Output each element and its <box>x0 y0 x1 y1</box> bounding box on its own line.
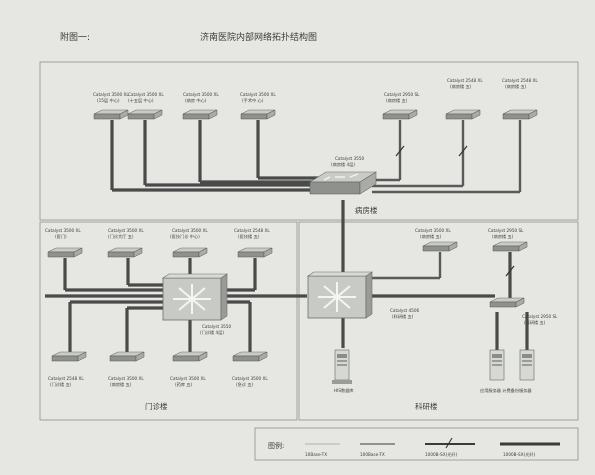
research-switch-2-model: Catalyst 2950 SL <box>488 228 524 233</box>
outpatient-core-loc: (门诊楼 4层) <box>200 329 224 336</box>
outpatient-bottom-3-loc: (药库 五) <box>175 381 193 388</box>
outpatient-bottom-2-model: Catalyst 3500 XL <box>108 376 144 381</box>
outpatient-switch-top-3: Catalyst 3500 XL (医技门诊 中心) <box>170 228 208 258</box>
ward-switch-7: Catalyst 2548 XL (病房楼 五) <box>502 78 538 120</box>
ward-switch-7-model: Catalyst 2548 XL <box>502 78 538 83</box>
ward-switch-1-model: Catalyst 3500 XL <box>93 92 129 97</box>
research-building-frame <box>298 221 579 421</box>
research-switch-1: Catalyst 3500 XL (病房楼 五) <box>415 228 458 252</box>
ward-switch-4-model: Catalyst 3500 XL <box>240 92 276 97</box>
outpatient-switch-bottom-2: Catalyst 3500 XL (病房楼 五) <box>108 351 144 388</box>
ward-switch-1: Catalyst 3500 XL (15层 中心) <box>93 92 129 120</box>
ward-switch-6: Catalyst 2548 XL (病房楼 五) <box>445 78 483 120</box>
outpatient-bottom-3-model: Catalyst 3500 XL <box>170 376 206 381</box>
outpatient-top-1-loc: (医门) <box>55 233 67 240</box>
his-server-label: HIS数据库 <box>334 387 354 394</box>
research-links <box>341 252 529 352</box>
outpatient-bottom-4-loc: (急诊 五) <box>236 381 254 388</box>
legend: 图例: 10Base-TX 100Base-TX 1000B-SX(光纤) 10… <box>254 427 579 461</box>
research-dist-loc: (科研楼 五) <box>524 319 546 326</box>
main-core-loc: (科研楼 五) <box>392 313 414 320</box>
research-dist-switch: Catalyst 2950 SL (科研楼 五) <box>489 297 558 326</box>
outpatient-top-1-model: Catalyst 3500 XL <box>45 228 81 233</box>
ward-switch-3: Catalyst 3500 XL (病房 中心) <box>182 92 219 120</box>
legend-item-2: 100Base-TX <box>360 452 385 457</box>
ward-core-switch: Catalyst 3550 (病房楼 4层) <box>309 156 377 195</box>
outpatient-core-model: Catalyst 3550 <box>202 324 231 329</box>
his-server: HIS数据库 <box>332 349 354 394</box>
ward-core-loc: (病房楼 4层) <box>331 161 355 168</box>
outpatient-core-switch: Catalyst 3550 (门诊楼 4层) <box>162 273 231 336</box>
outpatient-bottom-1-loc: (门诊楼 五) <box>50 381 72 388</box>
ward-switch-4: Catalyst 3500 XL (手术中 心) <box>240 92 276 120</box>
diagram-title: 济南医院内部网络拓扑结构图 <box>200 31 317 43</box>
ward-building-frame <box>39 61 579 221</box>
main-core-switch: Catalyst 4506 (科研楼 五) <box>307 271 419 320</box>
ward-switch-2-loc: (十五层 中心) <box>128 97 154 104</box>
main-core-model: Catalyst 4506 <box>390 308 419 313</box>
legend-item-3: 1000B-SX(光纤) <box>425 451 458 458</box>
research-building-label: 科研楼 <box>415 401 438 411</box>
outpatient-switch-bottom-4: Catalyst 3500 XL (急诊 五) <box>232 351 268 388</box>
ward-switch-5-model: Catalyst 2950 SL <box>384 92 420 97</box>
ward-core-model: Catalyst 3550 <box>335 156 364 161</box>
outpatient-top-4-model: Catalyst 2548 XL <box>234 228 270 233</box>
outpatient-top-4-loc: (医技楼 五) <box>238 233 260 240</box>
ward-switch-2-model: Catalyst 3500 XL <box>128 92 164 97</box>
outpatient-bottom-1-model: Catalyst 2548 XL <box>48 376 84 381</box>
outpatient-top-2-loc: (门诊大厅 五) <box>108 233 134 240</box>
outpatient-bottom-2-loc: (病房楼 五) <box>110 381 132 388</box>
research-switch-2-loc: (病房楼 五) <box>492 233 514 240</box>
outpatient-switch-top-4: Catalyst 2548 XL (医技楼 五) <box>234 228 273 258</box>
ward-switch-6-model: Catalyst 2548 XL <box>447 78 483 83</box>
outpatient-building-label: 门诊楼 <box>145 401 168 411</box>
research-dist-model: Catalyst 2950 SL <box>522 314 558 319</box>
outpatient-top-3-loc: (医技门诊 中心) <box>170 233 200 240</box>
outpatient-switch-bottom-1: Catalyst 2548 XL (门诊楼 五) <box>48 351 87 388</box>
ward-switch-6-loc: (病房楼 五) <box>450 83 472 90</box>
ward-links <box>110 120 522 194</box>
ward-switch-5: Catalyst 2950 SL (病房楼 五) <box>382 92 420 120</box>
outpatient-switch-top-2: Catalyst 3500 XL (门诊大厅 五) <box>107 228 144 258</box>
figure-ref: 附图一: <box>60 31 90 43</box>
ward-switch-3-model: Catalyst 3500 XL <box>183 92 219 97</box>
ward-switch-1-loc: (15层 中心) <box>97 97 120 104</box>
ward-switch-2: Catalyst 3500 XL (十五层 中心) <box>127 92 164 120</box>
ward-switch-5-loc: (病房楼 五) <box>386 97 408 104</box>
outpatient-bottom-4-model: Catalyst 3500 XL <box>232 376 268 381</box>
outpatient-building-frame <box>39 221 298 421</box>
outpatient-switch-top-1: Catalyst 3500 XL (医门) <box>45 228 83 258</box>
research-switch-1-loc: (病房楼 五) <box>420 233 442 240</box>
legend-item-1: 10Base-TX <box>305 452 327 457</box>
ward-switch-7-loc: (病房楼 五) <box>505 83 527 90</box>
outpatient-top-2-model: Catalyst 3500 XL <box>108 228 144 233</box>
research-switch-1-model: Catalyst 3500 XL <box>415 228 451 233</box>
legend-label: 图例: <box>268 441 284 450</box>
outpatient-switch-bottom-3: Catalyst 3500 XL (药库 五) <box>170 351 208 388</box>
legend-item-4: 1000B-SX(光纤) <box>503 451 536 458</box>
outpatient-top-3-model: Catalyst 3500 XL <box>172 228 208 233</box>
ward-switch-3-loc: (病房 中心) <box>185 97 207 104</box>
server-pair: 应用服务器 计费备份服务器 <box>480 349 535 394</box>
server-pair-label: 应用服务器 计费备份服务器 <box>480 387 532 394</box>
ward-switch-4-loc: (手术中 心) <box>242 97 264 104</box>
research-switch-2: Catalyst 2950 SL (病房楼 五) <box>488 228 528 252</box>
ward-building-label: 病房楼 <box>355 205 378 215</box>
